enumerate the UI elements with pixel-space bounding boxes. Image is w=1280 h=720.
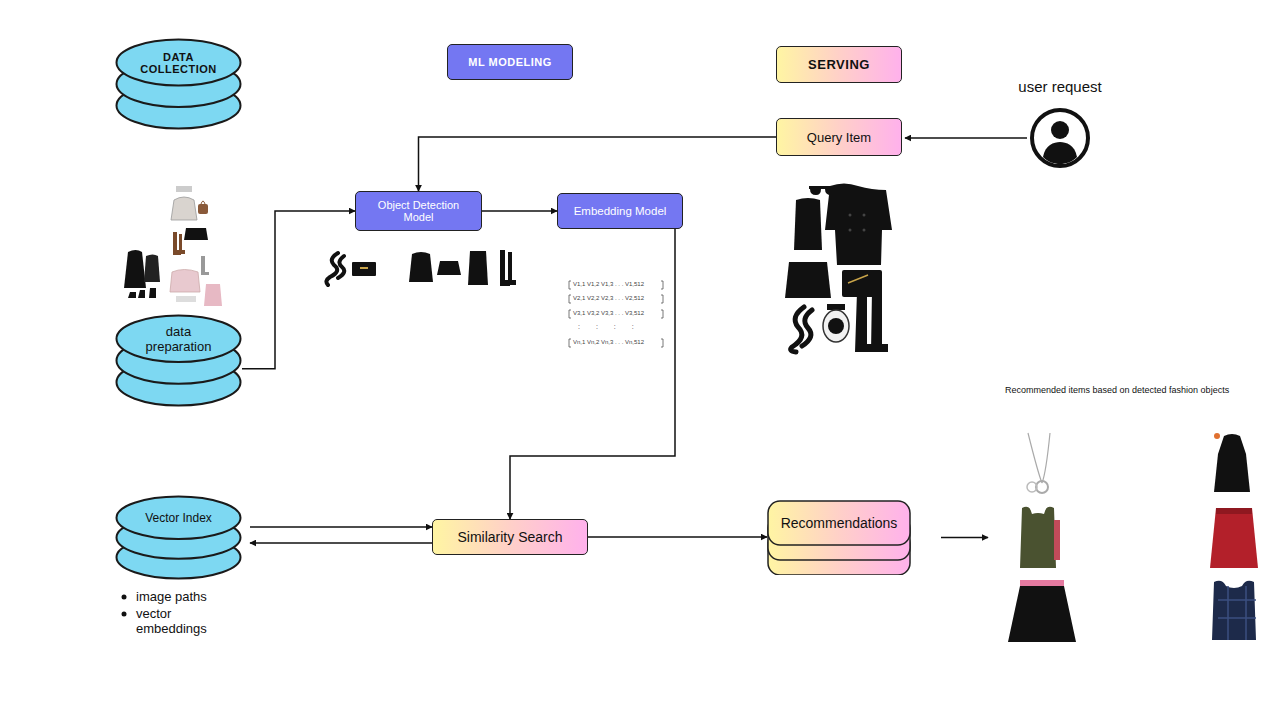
connector-arrow xyxy=(482,210,557,212)
connector-arrow xyxy=(419,137,777,191)
node-text: Vector Index xyxy=(145,511,212,525)
connector-arrow xyxy=(510,229,675,519)
recommendation-gallery: Recommended items based on detected fash… xyxy=(1000,385,1262,647)
cylinder-label-area: data preparation xyxy=(115,314,242,364)
bullet-text: vector embeddings xyxy=(136,606,236,636)
connector-arrow xyxy=(242,211,355,369)
query-outfit xyxy=(785,184,892,353)
matrix-row: : : : : xyxy=(578,323,634,330)
label-slot: image paths xyxy=(136,589,207,604)
model-box: Embedding Model xyxy=(557,193,683,229)
database-cylinder: DATA COLLECTION xyxy=(115,38,242,130)
label-slot: V3,1 V3,2 V3,3 . . . V3,512 xyxy=(573,310,644,316)
matrix-row: V2,1 V2,2 V2,3 . . . V2,512 xyxy=(573,295,644,301)
process-box: Query Item xyxy=(776,118,902,156)
stacked-box: Recommendations xyxy=(767,500,911,575)
node-text: Recommended items based on detected fash… xyxy=(1005,385,1262,395)
stacked-outline xyxy=(767,500,911,575)
node-text: Recommendations xyxy=(781,515,898,531)
label-slot: vector embeddings xyxy=(136,606,236,636)
node-text: Similarity Search xyxy=(457,529,562,545)
section-header: ML MODELING xyxy=(447,44,573,80)
icon-caption-area: user request xyxy=(1018,78,1101,95)
node-text: data preparation xyxy=(133,324,225,354)
database-cylinder: Vector Index xyxy=(115,495,242,580)
database-cylinder: data preparation xyxy=(115,314,242,407)
model-box: Object Detection Model xyxy=(355,191,482,231)
matrix-row: V1,1 V1,2 V1,3 . . . V1,512 xyxy=(573,281,644,287)
matrix-row: Vn,1 Vn,2 Vn,3 . . . Vn,512 xyxy=(573,339,644,345)
cylinder-label-area: DATA COLLECTION xyxy=(115,38,242,87)
node-text: Embedding Model xyxy=(574,205,667,217)
label-slot: : : : : xyxy=(578,323,634,330)
node-text: ML MODELING xyxy=(468,56,552,68)
label-slot: V2,1 V2,2 V2,3 . . . V2,512 xyxy=(573,295,644,301)
connector-arrow xyxy=(250,542,432,544)
cylinder-outline xyxy=(115,495,242,580)
detected-objects xyxy=(326,250,516,286)
recommended-items xyxy=(1008,433,1258,642)
cylinder-label-area: Vector Index xyxy=(115,495,242,541)
node-text: Object Detection Model xyxy=(367,199,471,223)
process-box: Similarity Search xyxy=(432,519,588,555)
connector-arrow xyxy=(588,536,767,538)
matrix-brackets xyxy=(569,281,663,347)
node-text: DATA COLLECTION xyxy=(134,51,224,75)
section-header: SERVING xyxy=(776,46,902,83)
outfit-collage xyxy=(124,186,222,306)
node-text: Query Item xyxy=(807,130,871,145)
stack-label-area: Recommendations xyxy=(767,500,911,546)
connector-arrow xyxy=(250,526,432,528)
bullet-text: image paths xyxy=(136,589,207,604)
matrix-row: V3,1 V3,2 V3,3 . . . V3,512 xyxy=(573,310,644,316)
user-icon: user request xyxy=(1030,108,1090,168)
bullet-dots xyxy=(122,595,127,617)
user-symbol xyxy=(1030,108,1090,168)
label-slot: V1,1 V1,2 V1,3 . . . V1,512 xyxy=(573,281,644,287)
label-slot: Vn,1 Vn,2 Vn,3 . . . Vn,512 xyxy=(573,339,644,345)
node-text: user request xyxy=(1018,78,1101,95)
connector-arrow xyxy=(941,537,988,539)
node-text: SERVING xyxy=(808,57,870,72)
connector-arrow xyxy=(905,137,1027,139)
